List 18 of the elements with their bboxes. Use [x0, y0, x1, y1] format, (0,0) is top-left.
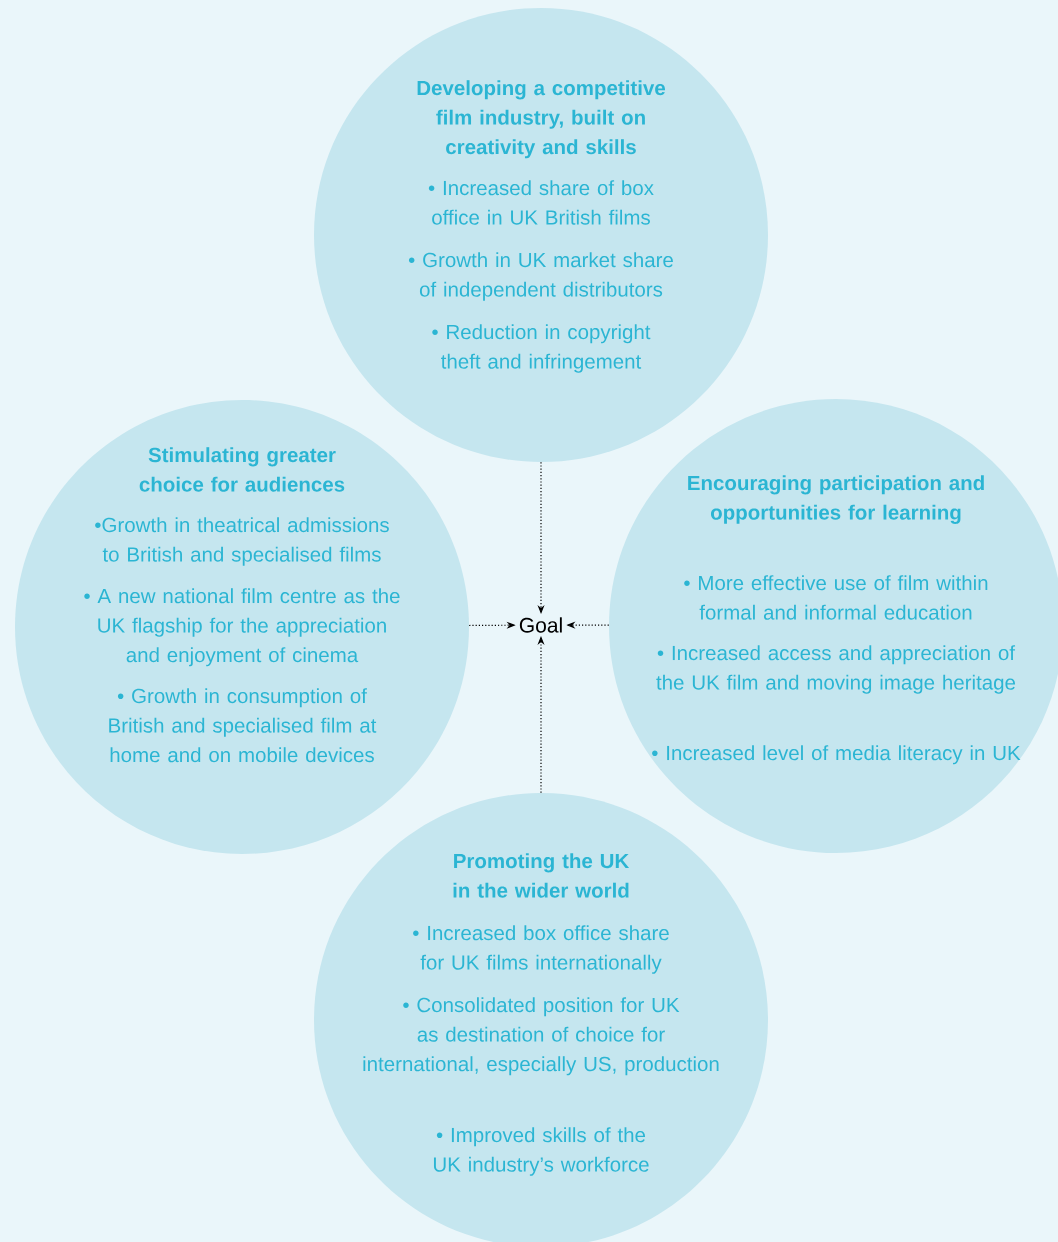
bullet-item: • Increased access and appreciation of the UK film and moving image heritage — [656, 645, 1016, 694]
bullet-item: • Growth in consumption of British and specialised film at home and on mobile devices — [109, 688, 377, 763]
bullet-item: • Consolidated position for UK as destination of choice for international, especially US, production — [363, 997, 719, 1076]
circle-heading: Encouraging participation and opportunities for learning — [688, 475, 984, 524]
bullet-item: • Growth in UK market share of independent distributors — [408, 252, 673, 301]
goal-label: Goal — [519, 617, 562, 633]
bullet-item: • Increased box office share for UK films internationally — [413, 925, 669, 974]
bullet-item: • Increased share of box office in UK British films — [428, 180, 654, 225]
bullet-item: • Improved skills of the UK industry’s workforce — [434, 1127, 649, 1176]
goal-circle — [15, 400, 469, 854]
circle-heading: Stimulating greater choice for audiences — [139, 447, 345, 492]
circle-heading: Developing a competitive film industry, built on creativity and skills — [417, 80, 666, 159]
bullet-item: • More effective use of film within formal and informal education — [684, 575, 988, 620]
bullet-item: • Reduction in copyright theft and infringement — [432, 324, 651, 373]
bullet-item: • Increased level of media literacy in UK — [652, 745, 1021, 765]
bullet-item: •Growth in theatrical admissions to British and specialised films — [95, 517, 389, 566]
bullet-item: • A new national film centre as the UK flagship for the appreciation and enjoyment of cinema — [84, 588, 400, 667]
circle-heading: Promoting the UK in the wider world — [453, 853, 630, 898]
